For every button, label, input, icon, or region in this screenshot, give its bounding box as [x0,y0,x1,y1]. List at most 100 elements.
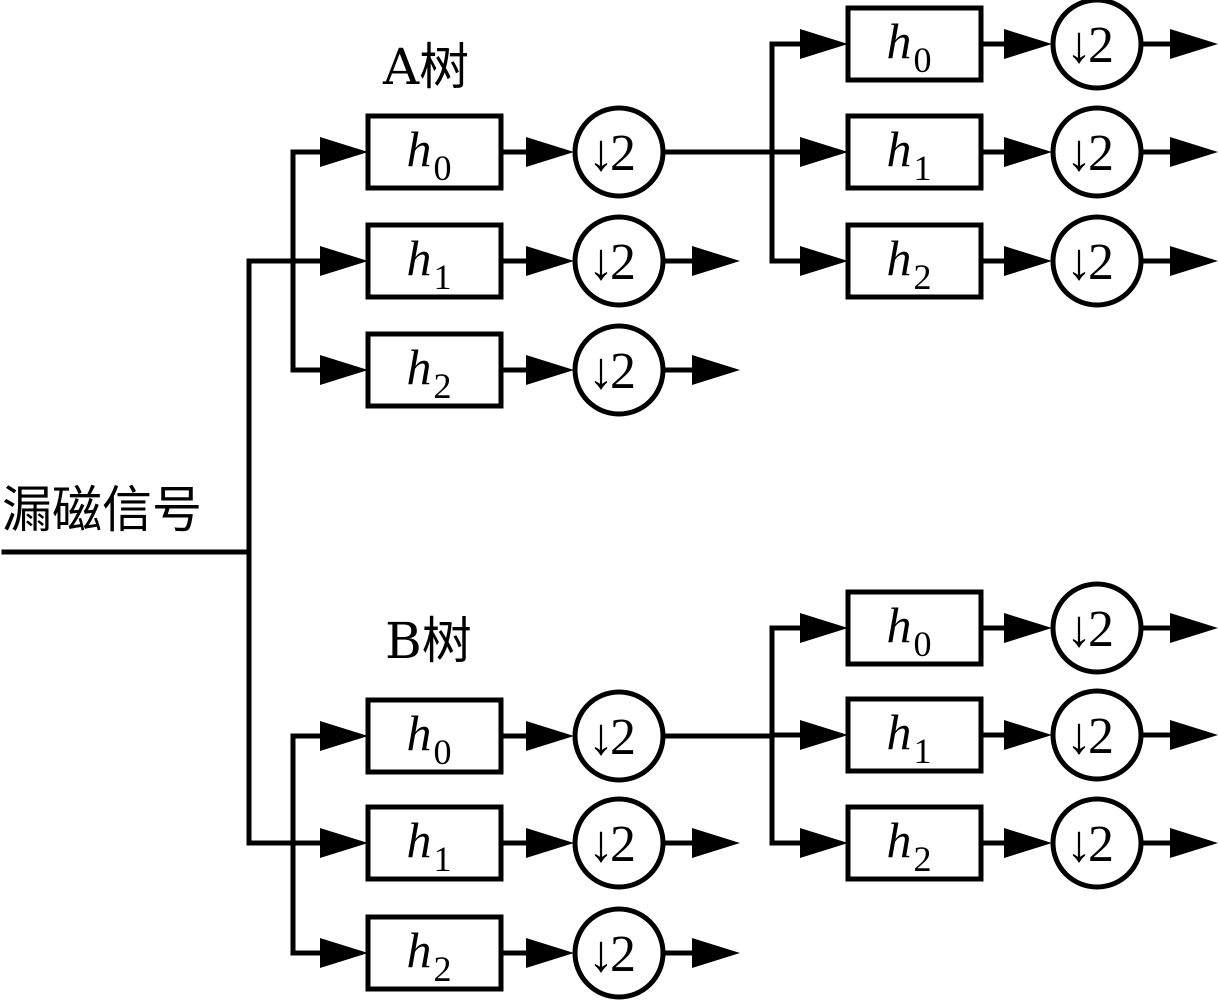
filter-label: h0 [887,13,932,80]
downsampler: ↓2 [572,214,666,308]
downsampler: ↓2 [1050,105,1144,199]
filter-subscript: 2 [914,257,932,297]
downsampler-label: ↓2 [588,234,636,291]
downsampler-label: ↓2 [588,816,636,873]
downsampler: ↓2 [572,323,666,417]
filter-subscript: 1 [434,257,452,297]
filter-subscript: 0 [914,624,932,664]
down-arrow-icon: ↓ [588,926,614,983]
tree-a-label: A树 [382,38,469,96]
filter-box: h1 [845,696,984,774]
filter-box: h0 [845,5,984,83]
filter-box-frame [845,5,984,83]
filter-var: h [407,339,432,395]
filter-var: h [407,230,432,286]
arrow-head-icon [526,137,574,167]
arrow-head-icon [1004,828,1052,858]
output-arrow-icon [1170,137,1218,167]
arrow-head-icon [320,137,368,167]
downsampler-label: ↓2 [1066,708,1114,765]
down-arrow-icon: ↓ [588,816,614,873]
filter-var: h [887,812,912,868]
downsampler-label: ↓2 [588,709,636,766]
downsample-factor: 2 [610,234,636,291]
downsample-factor: 2 [610,816,636,873]
filter-label: h2 [887,230,932,297]
downsample-factor: 2 [1088,601,1114,658]
arrow-head-icon [320,355,368,385]
arrow-head-icon [1004,29,1052,59]
down-arrow-icon: ↓ [1066,708,1092,765]
downsampler-label: ↓2 [1066,125,1114,182]
filter-stages: h0↓2h1↓2h2↓2h0↓2h1↓2h2↓2h0↓2h1↓2h2↓2h0↓2… [246,0,1218,1000]
down-arrow-icon: ↓ [1066,601,1092,658]
filter-label: h2 [407,339,452,406]
level2-stage: h1 ↓2 [769,688,1218,782]
level2-stage: h0 ↓2 [769,581,1218,675]
output-arrow-icon [1170,828,1218,858]
filter-box: h2 [845,804,984,882]
filter-label: h0 [887,597,932,664]
filter-subscript: 1 [914,731,932,771]
output-arrow-icon [692,828,740,858]
downsampler-label: ↓2 [588,125,636,182]
arrow-head-icon [526,938,574,968]
down-arrow-icon: ↓ [1066,234,1092,291]
arrow-head-icon [800,137,848,167]
filter-box-frame [365,697,504,775]
downsampler-label: ↓2 [1066,17,1114,74]
down-arrow-icon: ↓ [1066,816,1092,873]
filter-var: h [887,597,912,653]
downsample-factor: 2 [610,709,636,766]
downsample-factor: 2 [610,343,636,400]
filter-label: h2 [887,812,932,879]
filter-var: h [407,922,432,978]
downsampler: ↓2 [572,105,666,199]
filter-var: h [887,121,912,177]
downsampler: ↓2 [1050,214,1144,308]
arrow-head-icon [320,721,368,751]
filter-label: h0 [407,705,452,772]
filter-subscript: 1 [434,839,452,879]
filter-label: h1 [407,812,452,879]
level1-stage: h0 ↓2 [290,105,775,199]
output-arrow-icon [1170,246,1218,276]
output-arrow-icon [1170,613,1218,643]
filter-box: h0 [845,589,984,667]
downsampler-label: ↓2 [588,343,636,400]
downsample-factor: 2 [1088,816,1114,873]
output-arrow-icon [1170,720,1218,750]
filter-box-frame [365,804,504,882]
downsampler: ↓2 [572,796,666,890]
downsampler-label: ↓2 [1066,601,1114,658]
downsampler: ↓2 [1050,0,1144,91]
arrow-head-icon [800,828,848,858]
filter-box: h2 [845,222,984,300]
output-arrow-icon [692,938,740,968]
down-arrow-icon: ↓ [588,709,614,766]
downsample-factor: 2 [1088,17,1114,74]
filter-subscript: 0 [434,148,452,188]
filter-box: h1 [845,113,984,191]
filter-label: h0 [407,121,452,188]
downsampler: ↓2 [1050,796,1144,890]
level1-stage: h2↓2 [290,906,740,1000]
downsampler: ↓2 [1050,688,1144,782]
filter-box: h0 [365,697,504,775]
filter-label: h1 [887,121,932,188]
tree-a: h0↓2h1↓2h2↓2h0↓2h1↓2h2↓2 [246,0,1218,417]
level2-stage: h2↓2 [769,214,1218,308]
arrow-head-icon [526,246,574,276]
output-arrow-icon [692,355,740,385]
filter-box: h0 [365,113,504,191]
arrow-head-icon [1004,613,1052,643]
downsample-factor: 2 [1088,125,1114,182]
down-arrow-icon: ↓ [1066,17,1092,74]
filter-label: h1 [407,230,452,297]
filter-var: h [887,230,912,286]
tree-b-label: B树 [385,612,472,670]
filter-box: h1 [365,804,504,882]
downsampler: ↓2 [572,689,666,783]
down-arrow-icon: ↓ [588,125,614,182]
